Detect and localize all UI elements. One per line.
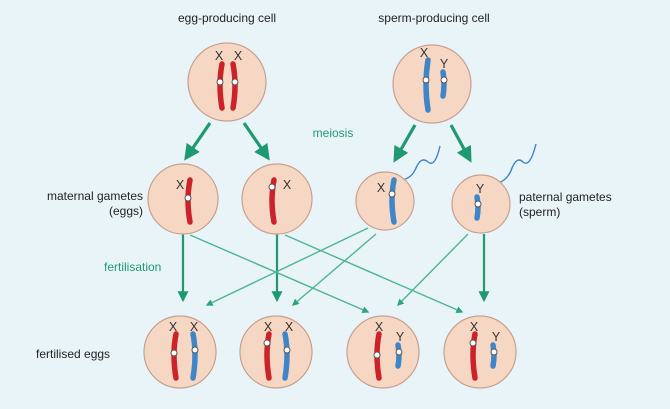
- paternal-gametes-label: paternal gametes: [519, 190, 612, 204]
- centromere: [184, 194, 192, 202]
- centromere: [469, 339, 477, 347]
- y-label: Y: [396, 330, 405, 344]
- x-label: X: [169, 320, 178, 334]
- centromere: [474, 200, 482, 208]
- maternal-x-chromosome: [470, 331, 478, 381]
- sperm-producing-cell-label: sperm-producing cell: [378, 11, 489, 25]
- sperm-gamete-y: Y: [451, 143, 537, 234]
- paternal-x-chromosome: [423, 57, 431, 113]
- x-label: X: [285, 320, 294, 334]
- arrow-egg-cell-to-egg-1: [184, 122, 212, 161]
- fertilised-egg-2: X X: [239, 315, 313, 389]
- x-label: X: [264, 320, 273, 334]
- paternal-y-chromosome: [395, 342, 402, 369]
- fertilisation-arrows: [177, 227, 490, 313]
- centromere: [388, 190, 396, 198]
- fertilised-eggs-label: fertilised eggs: [36, 347, 110, 361]
- paternal-x-chromosome: [190, 331, 198, 381]
- maternal-x-chromosome: [269, 177, 277, 225]
- fertilised-egg-3: X Y: [346, 315, 420, 389]
- centromere: [440, 76, 448, 84]
- egg-gamete-2: X: [241, 163, 313, 235]
- centromere: [231, 78, 239, 86]
- centromere: [422, 76, 430, 84]
- arrow-sperm-y-to-zygote-3: [397, 233, 469, 306]
- maternal-gametes-sublabel: (eggs): [109, 204, 143, 218]
- maternal-x-chromosome: [264, 331, 272, 381]
- centromere: [170, 349, 178, 357]
- arrow-egg-cell-to-egg-2: [242, 122, 270, 161]
- arrow-sperm-x-to-zygote-2: [291, 233, 377, 306]
- centromere: [490, 348, 498, 356]
- maternal-x-chromosome: [230, 61, 238, 111]
- y-label: Y: [492, 330, 501, 344]
- paternal-x-chromosome: [282, 331, 290, 381]
- centromere: [283, 346, 291, 354]
- egg-producing-cell: X X: [187, 42, 267, 122]
- paternal-x-chromosome: [389, 177, 397, 225]
- paternal-y-chromosome: [490, 342, 497, 369]
- egg-gamete-1: X: [147, 163, 219, 235]
- y-label: Y: [476, 182, 485, 196]
- paternal-gametes-sublabel: (sperm): [519, 205, 560, 219]
- egg-producing-cell-label: egg-producing cell: [178, 11, 276, 25]
- sperm-tail: [401, 145, 441, 181]
- x-label: X: [420, 46, 429, 60]
- x-label: X: [176, 178, 185, 192]
- x-label: X: [375, 320, 384, 334]
- x-label: X: [215, 49, 224, 63]
- x-label: X: [190, 320, 199, 334]
- arrow-sperm-cell-to-sperm-y: [449, 124, 472, 163]
- arrow-sperm-x-to-zygote-1: [205, 227, 369, 306]
- arrow-egg-2-to-zygote-4: [284, 234, 464, 313]
- arrow-egg-1-to-zygote-3: [189, 234, 370, 313]
- x-label: X: [283, 178, 292, 192]
- sperm-producing-cell: X Y: [392, 44, 472, 124]
- x-label: X: [470, 320, 479, 334]
- centromere: [263, 339, 271, 347]
- centromere: [395, 348, 403, 356]
- arrow-sperm-cell-to-sperm-x: [393, 124, 417, 163]
- x-label: X: [377, 181, 386, 195]
- centromere: [373, 351, 381, 359]
- meiosis-arrows: [184, 122, 472, 163]
- fertilisation-label: fertilisation: [104, 260, 161, 274]
- x-label: X: [234, 49, 243, 63]
- sperm-gamete-x: X: [355, 145, 441, 231]
- fertilised-egg-4: X Y: [443, 315, 517, 389]
- centromere: [268, 183, 276, 191]
- fertilised-egg-1: X X: [143, 315, 217, 389]
- centromere: [191, 346, 199, 354]
- centromere: [216, 78, 224, 86]
- sperm-tail: [497, 143, 537, 184]
- maternal-x-chromosome: [217, 61, 225, 111]
- y-label: Y: [440, 57, 449, 71]
- meiosis-label: meiosis: [313, 126, 354, 140]
- paternal-y-chromosome: [440, 69, 447, 99]
- paternal-y-chromosome: [474, 194, 481, 221]
- maternal-gametes-label: maternal gametes: [47, 189, 143, 203]
